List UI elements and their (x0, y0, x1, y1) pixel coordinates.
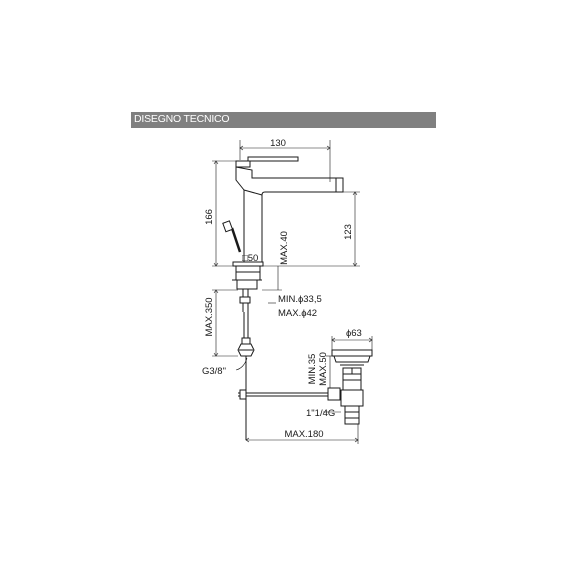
dim-drain-diameter: ɸ63 (346, 328, 362, 339)
dim-height-166: 166 (204, 209, 215, 225)
dim-hole-min: MIN.ɸ33,5 (278, 294, 322, 305)
section-title: DISEGNO TECNICO (134, 113, 230, 125)
faucet-body (235, 156, 344, 263)
dim-thread-supply: G3/8" (202, 366, 226, 377)
dim-drain-max: MAX.50 (318, 352, 329, 386)
dim-max-reach: MAX.180 (284, 429, 323, 440)
dim-width-130: 130 (270, 138, 286, 149)
dim-base-square: □50 (242, 253, 258, 264)
supply-hose (237, 312, 255, 440)
waste-drain (331, 349, 373, 425)
section-header: DISEGNO TECNICO (131, 112, 436, 128)
side-lever (222, 220, 242, 253)
dim-max-40: MAX.40 (279, 231, 290, 265)
dim-drain-thread: 1"1/4G (306, 408, 335, 419)
deck-mount (232, 261, 264, 312)
dim-drain-min: MIN.35 (307, 354, 318, 385)
dim-hole-max: MAX.ɸ42 (278, 308, 317, 319)
popup-rod (238, 387, 341, 401)
dim-max-350: MAX.350 (204, 297, 215, 336)
dim-spout-123: 123 (343, 224, 354, 240)
